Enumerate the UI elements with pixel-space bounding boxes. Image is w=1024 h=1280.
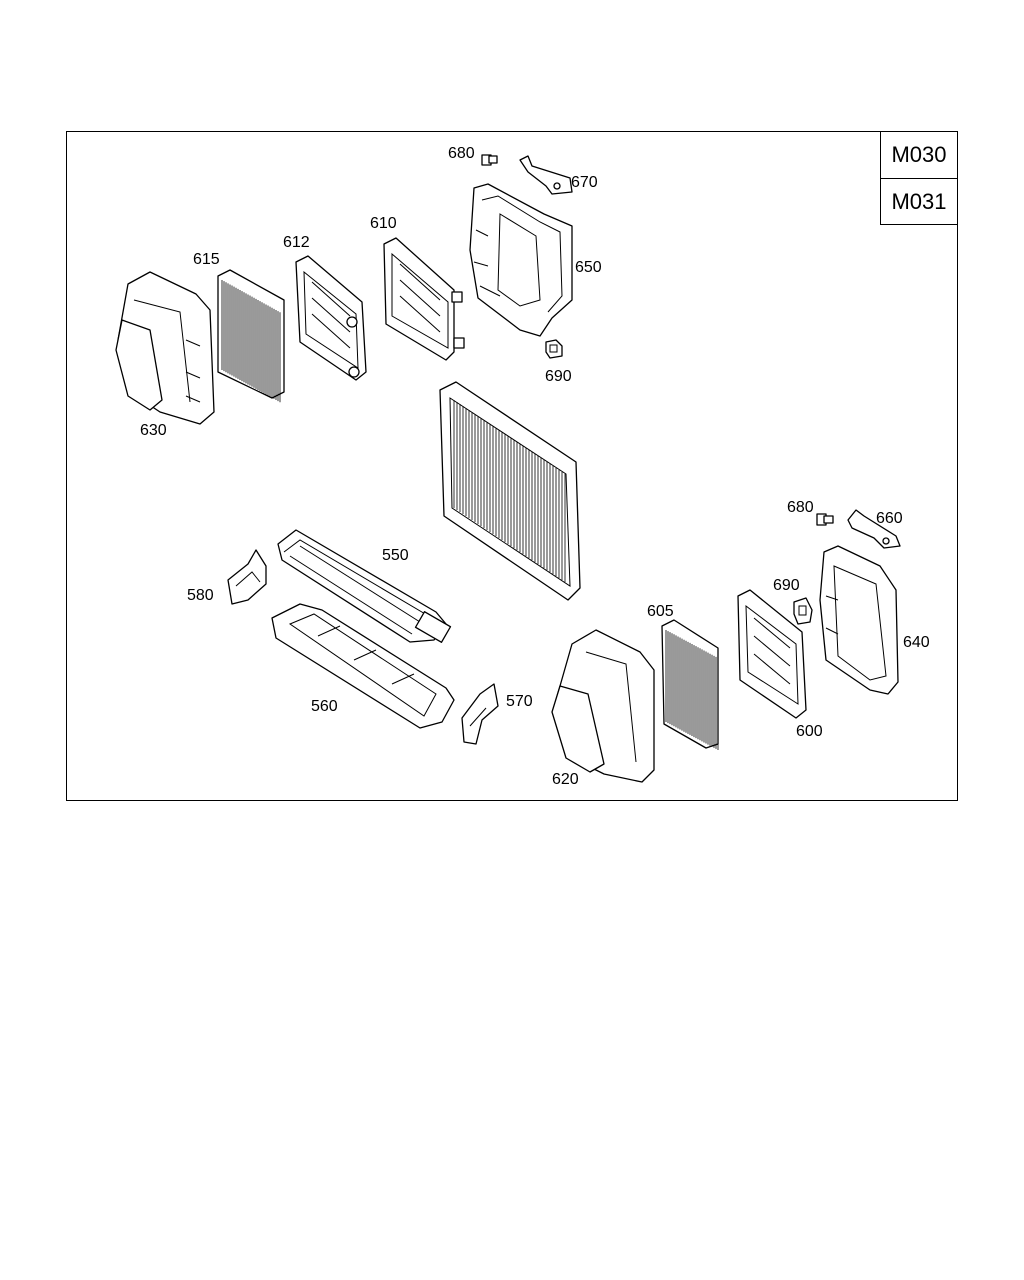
- callout-690-bottom: 690: [773, 577, 800, 594]
- callout-605: 605: [647, 603, 674, 620]
- callout-680-bottom: 680: [787, 499, 814, 516]
- callout-680-top: 680: [448, 145, 475, 162]
- bracket-580[interactable]: [227, 549, 267, 605]
- shroud-housing-640[interactable]: [819, 545, 899, 695]
- clip-690-top[interactable]: [545, 339, 563, 359]
- callout-630: 630: [140, 422, 167, 439]
- fan-shroud-630[interactable]: [115, 271, 215, 425]
- callout-labels: 680 670 650 690 610 612 615 630 550 580 …: [140, 145, 930, 788]
- filter-mesh-605[interactable]: [661, 619, 719, 750]
- diagram-frame: [66, 131, 958, 801]
- radiator-600[interactable]: [737, 589, 807, 719]
- callout-580: 580: [187, 587, 214, 604]
- callout-550: 550: [382, 547, 409, 564]
- callout-600: 600: [796, 723, 823, 740]
- radiator-610[interactable]: [383, 237, 465, 361]
- callout-612: 612: [283, 234, 310, 251]
- radiator-612[interactable]: [295, 255, 367, 381]
- shroud-housing-650[interactable]: [469, 183, 573, 337]
- bolt-680-bottom[interactable]: [816, 513, 834, 526]
- clip-690-bottom[interactable]: [793, 597, 813, 625]
- callout-560: 560: [311, 698, 338, 715]
- intercooler-550[interactable]: [277, 529, 452, 643]
- callout-620: 620: [552, 771, 579, 788]
- fan-shroud-620[interactable]: [551, 629, 655, 783]
- callout-610: 610: [370, 215, 397, 232]
- bolt-680-top[interactable]: [481, 154, 498, 166]
- bracket-670[interactable]: [519, 155, 573, 195]
- filter-mesh-615[interactable]: [217, 269, 285, 403]
- tray-560[interactable]: [271, 603, 455, 729]
- callout-615: 615: [193, 251, 220, 268]
- callout-650: 650: [575, 259, 602, 276]
- model-code-m031[interactable]: M031: [880, 178, 958, 225]
- callout-690-top: 690: [545, 368, 572, 385]
- callout-660: 660: [876, 510, 903, 527]
- condenser-center[interactable]: [439, 381, 581, 601]
- callout-640: 640: [903, 634, 930, 651]
- callout-570: 570: [506, 693, 533, 710]
- callout-670: 670: [571, 174, 598, 191]
- bracket-660[interactable]: [847, 509, 901, 549]
- bracket-570[interactable]: [461, 683, 499, 745]
